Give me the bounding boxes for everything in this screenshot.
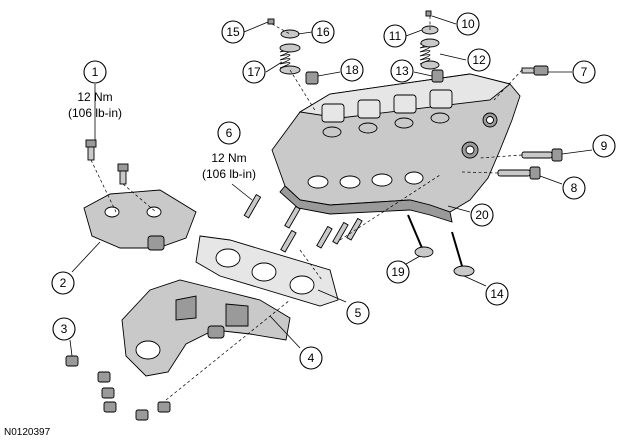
svg-text:20: 20	[475, 208, 489, 222]
svg-text:19: 19	[391, 265, 405, 279]
valve-seal-13	[431, 69, 444, 83]
svg-text:15: 15	[226, 25, 240, 39]
exhaust-valve-19	[407, 214, 434, 258]
svg-text:4: 4	[308, 351, 315, 365]
exhaust-manifold-heat-shield	[83, 189, 197, 251]
callout-7: 7	[572, 60, 596, 84]
cylinder-head	[271, 73, 521, 223]
callout-15: 15	[221, 20, 245, 44]
valve-seal-18	[305, 71, 319, 85]
svg-text:9: 9	[601, 139, 608, 153]
manifold-nuts	[65, 355, 171, 421]
heat-shield-bolts	[85, 139, 129, 185]
callout-3: 3	[52, 317, 76, 341]
torque-spec-callout-1: 12 Nm (106 lb-in)	[68, 90, 122, 120]
callout-10: 10	[456, 12, 480, 36]
assembly-lines	[90, 16, 523, 401]
callout-9: 9	[592, 134, 616, 158]
svg-text:10: 10	[461, 17, 475, 31]
camshaft-journals	[321, 89, 453, 138]
intake-valve-14	[451, 231, 475, 277]
svg-text:17: 17	[247, 65, 261, 79]
callout-8: 8	[562, 176, 586, 200]
svg-text:11: 11	[389, 29, 402, 43]
leader-lines	[69, 15, 593, 357]
callout-2: 2	[51, 271, 75, 295]
valve-spring-retainer-16	[280, 29, 300, 39]
bolt-8	[497, 166, 541, 180]
svg-text:2: 2	[60, 276, 67, 290]
valve-spring-17	[279, 43, 301, 75]
torque-spec-callout-6: 12 Nm (106 lb-in)	[202, 151, 256, 181]
torque-spec-6-nm: 12 Nm	[211, 151, 246, 165]
callout-17: 17	[242, 60, 266, 84]
callout-12: 12	[467, 48, 491, 72]
exhaust-manifold-gasket	[195, 235, 339, 307]
svg-text:3: 3	[61, 322, 68, 336]
valve-spring-12	[419, 38, 440, 70]
sensor-7	[521, 65, 549, 76]
svg-text:16: 16	[316, 25, 330, 39]
svg-text:6: 6	[226, 126, 233, 140]
valve-keeper-10	[425, 10, 432, 17]
callout-1: 1	[83, 60, 107, 84]
callout-11: 11	[383, 24, 407, 48]
svg-text:14: 14	[490, 287, 504, 301]
callout-14: 14	[485, 282, 509, 306]
callout-5: 5	[346, 301, 370, 325]
svg-text:7: 7	[581, 65, 588, 79]
svg-text:5: 5	[355, 306, 362, 320]
callout-18: 18	[340, 58, 364, 82]
callout-13: 13	[390, 59, 414, 83]
callout-6: 6	[217, 121, 241, 145]
callout-20: 20	[470, 203, 494, 227]
exhaust-manifold-studs	[243, 193, 363, 253]
svg-text:18: 18	[345, 63, 359, 77]
svg-text:13: 13	[395, 64, 409, 78]
exhaust-ports	[307, 171, 424, 189]
svg-text:1: 1	[92, 65, 99, 79]
callout-4: 4	[299, 346, 323, 370]
torque-spec-1-nm: 12 Nm	[77, 90, 112, 104]
torque-spec-1-lbin: (106 lb-in)	[68, 106, 122, 120]
bolt-9	[521, 148, 563, 162]
svg-text:8: 8	[571, 181, 578, 195]
valve-keeper-15	[267, 18, 275, 25]
exhaust-manifold	[121, 279, 291, 377]
callout-19: 19	[386, 260, 410, 284]
torque-spec-6-lbin: (106 lb-in)	[202, 167, 256, 181]
spark-plug-wells	[461, 112, 498, 159]
svg-text:12: 12	[472, 53, 486, 67]
figure-id: N0120397	[4, 427, 51, 438]
callout-16: 16	[311, 20, 335, 44]
